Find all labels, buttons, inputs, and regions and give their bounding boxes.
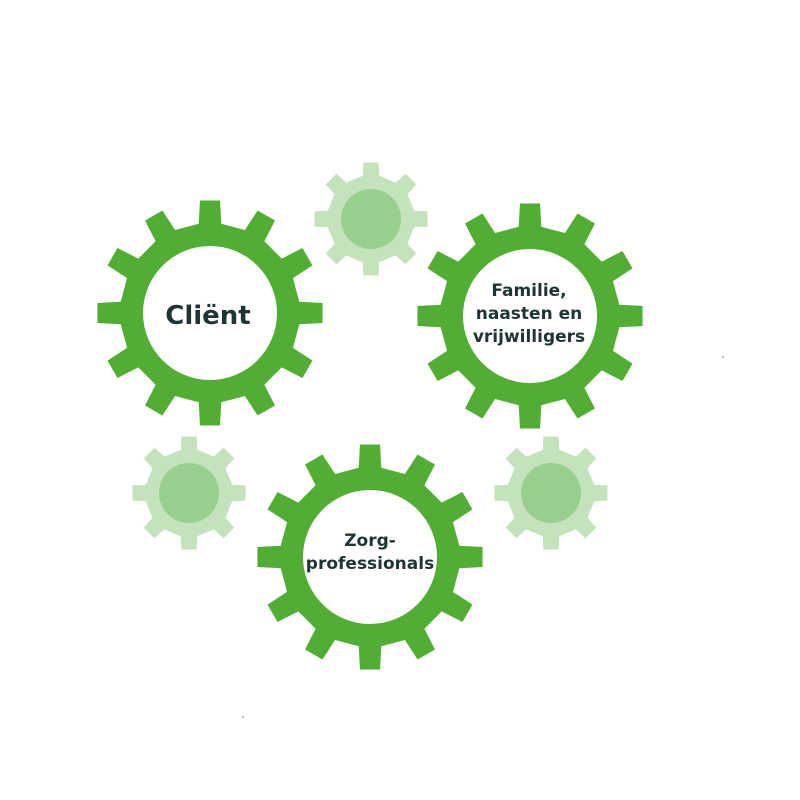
small-gear-left xyxy=(132,436,246,550)
professionals-label-line-1: Zorg- xyxy=(344,531,396,551)
family-label-line-1: Familie, xyxy=(491,281,566,301)
stray-dot xyxy=(242,716,244,718)
professionals-gear-hub xyxy=(303,490,437,624)
client-gear xyxy=(97,200,323,426)
family-label-line-2: naasten en xyxy=(476,304,582,324)
client-gear-hub xyxy=(143,246,277,380)
family-label-line-3: vrijwilligers xyxy=(473,327,585,347)
small-gear-top xyxy=(314,162,428,276)
client-label-line-1: Cliënt xyxy=(165,301,250,331)
stray-dot xyxy=(722,356,724,358)
small-left-gear-hub xyxy=(159,463,219,523)
professionals-gear xyxy=(257,444,483,670)
family-gear-hub xyxy=(463,249,597,383)
small-top-gear-hub xyxy=(341,189,401,249)
small-right-gear-hub xyxy=(521,463,581,523)
family-gear xyxy=(417,203,643,429)
small-gear-right xyxy=(494,436,608,550)
professionals-label-line-2: professionals xyxy=(306,554,434,574)
